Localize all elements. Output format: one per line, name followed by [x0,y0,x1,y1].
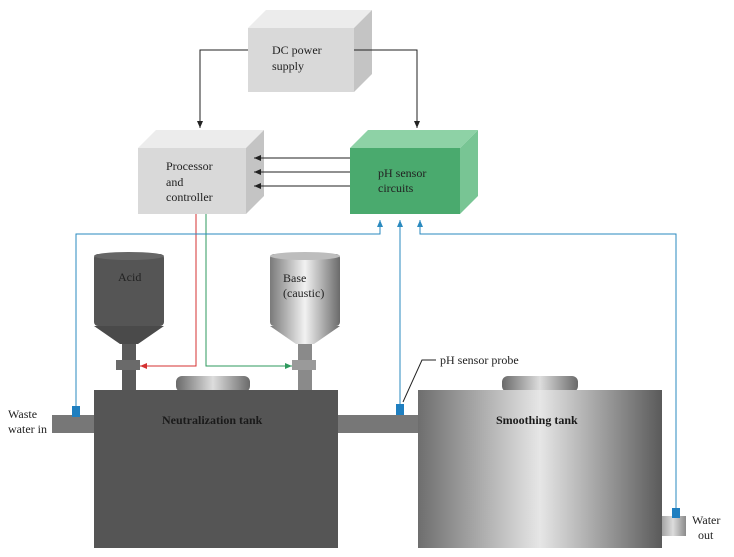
neutralization-tank-label: Neutralization tank [162,413,263,427]
ph-sensor-circuits-block: pH sensor circuits [350,130,478,214]
water-out-label-line1: Water [692,513,720,527]
waste-water-label-line2: water in [8,422,47,436]
power-supply-label-line2: supply [272,59,304,73]
sensor-lines [75,220,677,508]
base-label-line1: Base [283,271,306,285]
acid-label: Acid [118,270,141,284]
outlet-sensor [672,508,680,518]
base-hopper: Base (caustic) [270,252,340,392]
inlet-sensor [72,406,80,417]
ph-to-processor-signals [254,155,350,189]
waste-water-label-line1: Waste [8,407,37,421]
processor-label-line3: controller [166,190,213,204]
neutralization-tank: Neutralization tank [94,376,338,548]
base-label-line2: (caustic) [283,286,324,300]
connecting-pipe [336,415,420,433]
power-to-processor-arrow [197,49,248,128]
outlet-sensor-line [417,220,677,508]
power-connections [197,49,420,128]
ph-probe-label: pH sensor probe [440,353,519,367]
power-to-ph-circuits-arrow [354,49,420,128]
smoothing-tank: Smoothing tank [418,376,662,548]
ph-circuits-label-line1: pH sensor [378,166,426,180]
power-supply-label-line1: DC power [272,43,322,57]
processor-controller-block: Processor and controller [138,130,264,214]
ph-sensor-probe [396,404,404,415]
water-out-label-line2: out [698,528,714,542]
dc-power-supply-block: DC power supply [248,10,372,92]
processor-label-line1: Processor [166,159,213,173]
inlet-pipe [52,415,96,433]
outlet-pipe [660,516,686,536]
processor-label-line2: and [166,175,183,189]
inlet-sensor-line [75,220,383,406]
smoothing-tank-label: Smoothing tank [496,413,578,427]
base-control-line [205,214,292,369]
acid-control-line [140,214,197,369]
ph-circuits-label-line2: circuits [378,181,414,195]
probe-pointer-line [402,359,436,403]
acid-hopper: Acid [94,252,164,392]
